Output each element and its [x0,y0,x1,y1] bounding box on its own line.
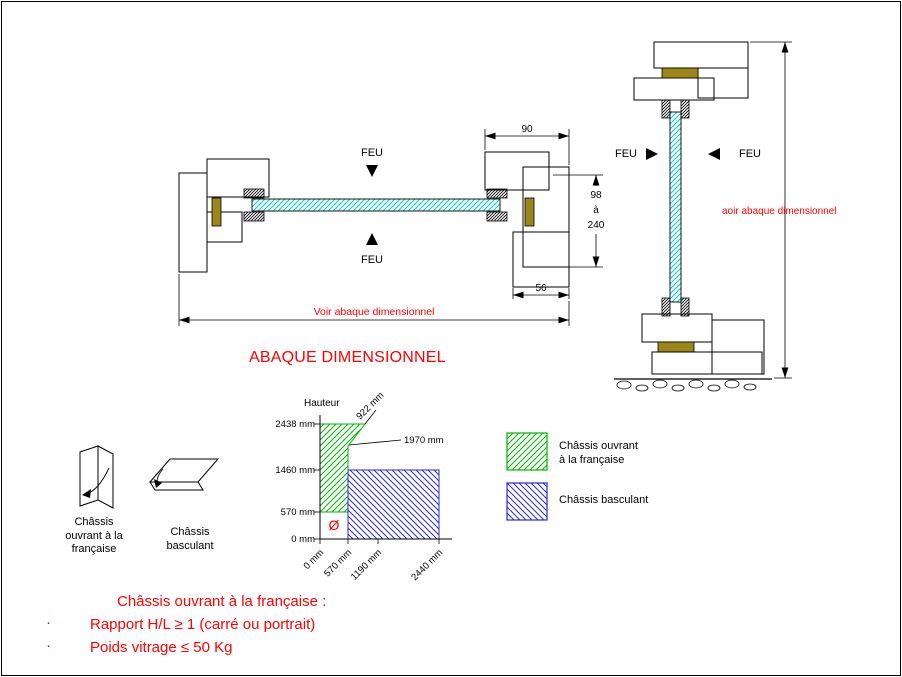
glazing-bead [680,99,690,119]
fire-direction-right-icon [646,148,658,160]
glazing-bar [669,111,682,303]
dim-90-label: 90 [521,124,533,135]
dim-a-label: à [593,205,599,216]
dim-240-label: 240 [588,220,605,231]
glazing-bar [251,198,501,212]
glazing-bead [680,297,690,317]
y-tick-label: 570 mm [281,507,315,518]
axis-ticks [314,423,440,544]
seal-gasket [661,67,699,79]
leader-1970 [348,439,402,446]
frame-profile-bottom [641,297,765,375]
bullet: · [46,637,51,654]
dimension-overall-width: Voir abaque dimensionnel [178,274,570,326]
see-abaque-label: Voir abaque dimensionnel [314,306,435,318]
type-icons [79,445,220,509]
glazing-bead [243,211,265,222]
seal-gasket [211,197,222,227]
seal-gasket [657,341,695,353]
frame-block [711,319,765,375]
region-tilting [347,469,440,540]
note-item: Rapport H/L ≥ 1 (carré ou portrait) [90,616,316,633]
frame-block [633,77,715,101]
seal-gasket [524,197,535,227]
x-tick-label: 2440 mm [409,547,445,583]
ground-hatch [614,378,772,392]
leader-922 [364,409,377,425]
dimension-overall-height [750,41,792,379]
glazing-bead [486,188,508,199]
fire-direction-up-icon [366,233,378,245]
dim-56-label: 56 [535,283,547,294]
feu-label-left: FEU [615,148,637,160]
frame-block [512,231,570,288]
frame-block [206,211,243,243]
forbidden-zone-symbol: Ø [329,517,340,533]
annotation-1970: 1970 mm [404,435,444,446]
frame-block [651,351,763,375]
x-tick-label: 1190 mm [349,547,384,582]
y-tick-label: 2438 mm [275,419,315,430]
frame-profile-top [633,41,749,119]
feu-label-right: FEU [739,148,761,160]
legend-label-french: Châssis ouvrant à la française [559,440,638,466]
legend-swatch-french [506,432,548,471]
note-item: Poids vitrage ≤ 50 Kg [90,639,233,656]
dimension-90: 90 [484,124,570,165]
dim-98-label: 98 [590,190,602,201]
horizontal-section-drawing: FEU FEU 90 98 à 240 56 [178,124,611,326]
glazing-bead [486,211,508,222]
y-tick-label: 0 mm [291,534,315,545]
tilting-icon [148,458,220,491]
frame-profile-left [178,158,270,273]
frame-block [641,313,713,343]
french-opening-label: Châssis ouvrant à la française [65,516,123,555]
y-tick-label: 1460 mm [275,465,315,476]
vertical-section-drawing: FEU FEU aoir abaque dimensionnel [614,41,837,392]
feu-label-bottom: FEU [361,254,383,266]
dimension-98-240: 98 à 240 [553,174,611,268]
frame-block [653,41,749,69]
chart-legend [506,432,548,521]
glazing-bead [661,297,671,317]
y-axis-label: Hauteur [304,398,340,409]
x-tick-label: 0 mm [302,547,327,572]
dimension-56: 56 [512,283,570,299]
tilting-label: Châssis basculant [166,526,214,552]
frame-block [178,172,208,273]
bullet: · [46,614,51,631]
frame-block [484,151,550,191]
see-abaque-note: aoir abaque dimensionnel [722,206,837,217]
abaque-title: ABAQUE DIMENSIONNEL [249,349,446,366]
french-opening-icon [79,445,114,509]
frame-block [522,166,570,268]
abaque-chart: Hauteur 2438 mm 1460 mm 570 mm 0 mm 0 mm… [275,390,452,583]
legend-swatch-tilting [506,482,548,521]
frame-profile-right [484,151,570,288]
fire-direction-down-icon [366,165,378,177]
feu-label-top: FEU [361,147,383,159]
fire-direction-left-icon [708,148,720,160]
glazing-bead [661,99,671,119]
frame-block [697,67,749,99]
glazing-bead [243,188,265,199]
legend-label-tilting: Châssis basculant [559,494,649,506]
notes-heading: Châssis ouvrant à la française : [117,593,327,610]
